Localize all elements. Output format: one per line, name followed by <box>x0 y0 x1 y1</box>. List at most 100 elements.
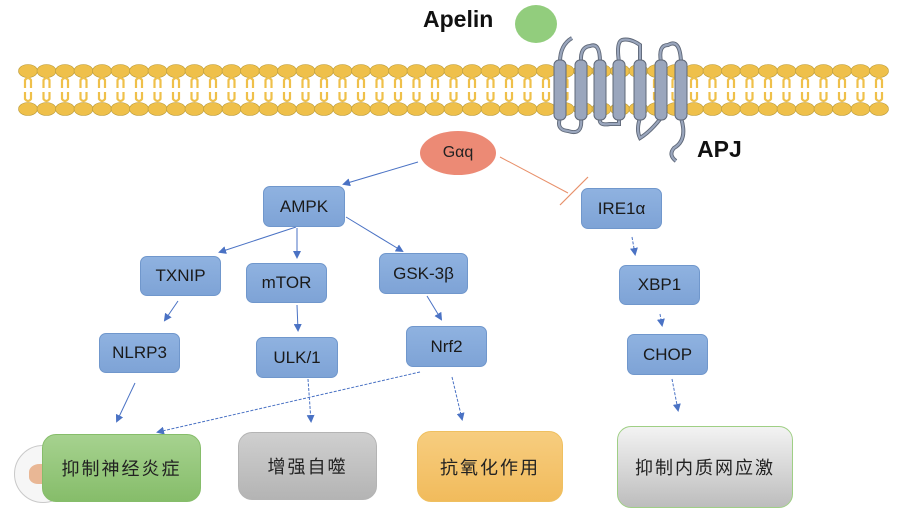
lipid-tail <box>541 92 551 103</box>
edge-mtor-ulk1 <box>293 304 302 332</box>
lipid-tail <box>23 92 33 103</box>
lipid-tail <box>449 76 458 88</box>
lipid-tail <box>726 92 736 103</box>
edge-ampk-txnip <box>218 226 297 254</box>
edge-nrf2-neuroinflammation <box>156 371 421 435</box>
node-chop: CHOP <box>627 334 708 375</box>
lipid-head <box>480 64 501 78</box>
lipid-tail <box>338 92 347 103</box>
transmembrane-helix <box>674 59 688 121</box>
lipid-head <box>425 64 445 78</box>
lipid-tail <box>782 92 791 103</box>
transmembrane-helix <box>612 59 626 121</box>
lipid-tail <box>726 76 736 88</box>
transmembrane-helix <box>574 59 588 121</box>
apj-receptor-icon <box>553 36 688 163</box>
node-mtor: mTOR <box>246 263 327 303</box>
lipid-tail <box>171 76 181 88</box>
node-nlrp3: NLRP3 <box>99 333 180 373</box>
lipid-head <box>351 64 371 78</box>
edge-nrf2-antioxidant <box>451 376 465 421</box>
lipid-head <box>850 64 871 78</box>
lipid-head <box>18 102 38 116</box>
lipid-tail <box>412 76 421 88</box>
edge-xbp1-chop <box>656 313 665 327</box>
lipid-head <box>295 64 316 78</box>
lipid-tail <box>763 92 773 103</box>
lipid-head <box>813 102 834 116</box>
transmembrane-helix <box>633 59 647 121</box>
lipid-head <box>258 102 279 116</box>
lipid-head <box>499 102 519 116</box>
inhibition-bar <box>559 176 589 206</box>
lipid-head <box>388 102 408 116</box>
apj-label: APJ <box>697 136 742 162</box>
gaq-node: Gαq <box>420 131 496 175</box>
lipid-head <box>869 64 889 78</box>
lipid-head <box>184 102 205 116</box>
lipid-head <box>166 64 186 78</box>
lipid-head <box>277 102 297 116</box>
lipid-tail <box>856 92 865 103</box>
lipid-tail <box>837 92 847 103</box>
lipid-head <box>702 64 723 78</box>
lipid-tail <box>486 76 495 88</box>
lipid-tail <box>338 76 347 88</box>
pathway-edges <box>115 156 681 435</box>
lipid-head <box>795 102 815 116</box>
lipid-head <box>480 102 501 116</box>
node-nrf2: Nrf2 <box>406 326 487 367</box>
lipid-head <box>739 64 760 78</box>
lipid-head <box>702 102 723 116</box>
lipid-tail <box>264 92 273 103</box>
lipid-tail <box>153 92 162 103</box>
lipid-head <box>73 64 94 78</box>
lipid-tail <box>819 76 828 88</box>
lipid-tail <box>745 92 754 103</box>
lipid-tail <box>264 76 273 88</box>
lipid-head <box>110 64 131 78</box>
transmembrane-helix <box>654 59 668 121</box>
lipid-head <box>332 64 353 78</box>
lipid-head <box>203 102 223 116</box>
lipid-head <box>739 102 760 116</box>
lipid-head <box>55 102 75 116</box>
node-xbp1: XBP1 <box>619 265 700 305</box>
lipid-tail <box>393 92 403 103</box>
node-ampk: AMPK <box>263 186 345 227</box>
lipid-head <box>73 102 94 116</box>
outcome-enhance-autophagy: 增强自噬 <box>238 432 377 500</box>
lipid-head <box>443 64 464 78</box>
lipid-head <box>721 102 741 116</box>
lipid-head <box>536 64 556 78</box>
edge-ampk-gsk3b <box>345 216 404 253</box>
lipid-head <box>184 64 205 78</box>
lipid-head <box>221 102 242 116</box>
receptor-loop <box>670 117 685 162</box>
lipid-head <box>832 102 852 116</box>
lipid-tail <box>79 76 88 88</box>
lipid-tail <box>782 76 791 88</box>
node-ire1a: IRE1α <box>581 188 662 229</box>
lipid-head <box>721 64 741 78</box>
lipid-tail <box>708 76 717 88</box>
lipid-head <box>92 64 112 78</box>
edge-chop-outcome <box>671 378 681 412</box>
lipid-tail <box>763 76 773 88</box>
lipid-head <box>406 102 427 116</box>
lipid-bilayer-membrane <box>18 64 889 116</box>
lipid-head <box>776 64 797 78</box>
lipid-head <box>110 102 131 116</box>
node-ulk1: ULK/1 <box>256 337 338 378</box>
lipid-head <box>92 102 112 116</box>
edge-gsk3b-nrf2 <box>426 295 443 321</box>
edge-gaq-ampk <box>342 161 419 187</box>
lipid-tail <box>393 76 403 88</box>
lipid-tail <box>430 92 440 103</box>
lipid-tail <box>541 76 551 88</box>
lipid-head <box>147 64 168 78</box>
lipid-head <box>832 64 852 78</box>
lipid-head <box>277 64 297 78</box>
lipid-tail <box>245 76 255 88</box>
lipid-head <box>517 64 538 78</box>
